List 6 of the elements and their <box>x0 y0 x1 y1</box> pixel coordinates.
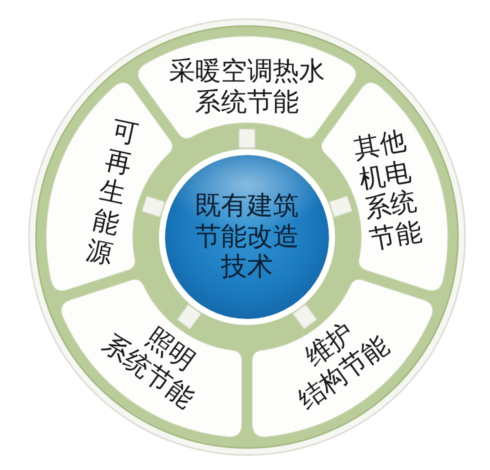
segment-label: 采暖空调热水系统节能 <box>168 56 326 118</box>
segment-label: 维护结构节能 <box>292 316 396 416</box>
center-title: 既有建筑节能改造技术 <box>194 191 300 283</box>
segment-label: 其他机电系统节能 <box>350 126 425 257</box>
segment-label: 可再生能源 <box>82 114 142 272</box>
segment-label: 照明系统节能 <box>96 321 201 416</box>
